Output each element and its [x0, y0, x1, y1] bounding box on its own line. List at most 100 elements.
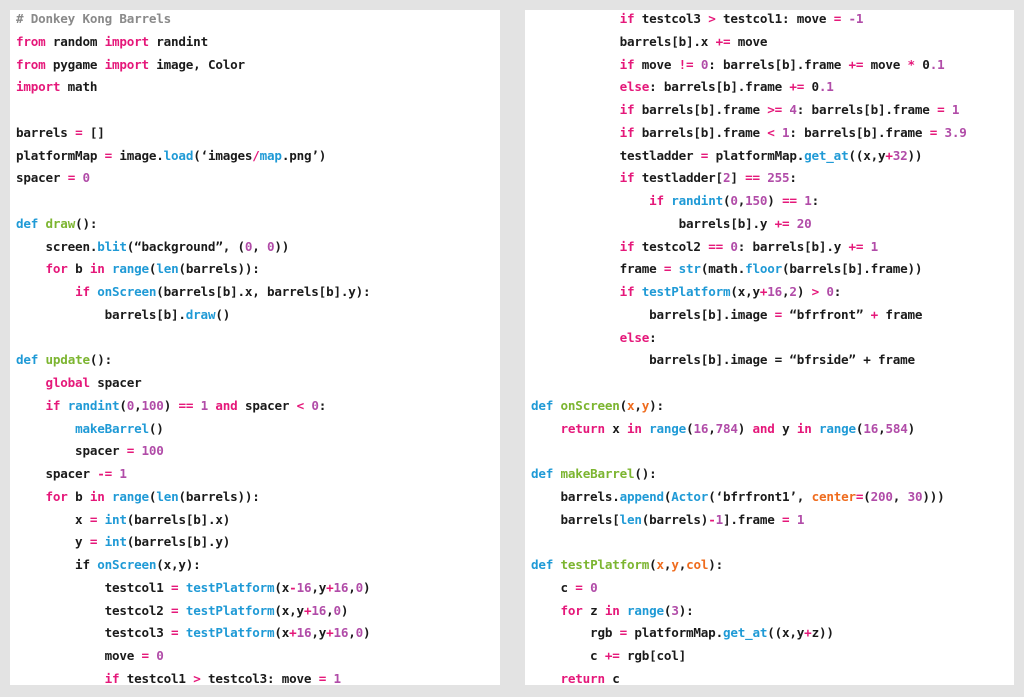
code-token-txt: testcol1 [16, 579, 172, 595]
code-token-par: x [656, 557, 665, 572]
code-token-num: -1 [848, 11, 864, 26]
code-line: ​ [531, 440, 1014, 463]
code-token-kw: in [626, 420, 642, 436]
code-token-num: 16 [863, 420, 879, 436]
code-token-txt: , [663, 557, 672, 572]
code-token-fn: testPlatform [185, 602, 275, 618]
code-token-name: makeBarrel [560, 466, 635, 481]
code-token-txt: : [833, 284, 842, 299]
code-line: barrels.append(Actor(‘bfrfront1’, center… [531, 486, 1014, 509]
code-token-txt [553, 466, 560, 481]
code-token-op: + [804, 625, 812, 641]
code-token-txt: barrels[b].x [531, 33, 716, 49]
code-token-fn: randint [67, 397, 120, 413]
code-token-num: 0 [267, 238, 275, 254]
code-line: barrels[b].image = “bfrfront” + frame [531, 304, 1014, 327]
code-token-txt [531, 284, 620, 299]
code-token-op: += [604, 648, 620, 663]
code-token-txt: barrels[b].frame [634, 102, 768, 117]
code-token-txt: z [582, 602, 605, 618]
code-token-def: def [531, 557, 554, 572]
code-token-txt: testcol1: move [715, 11, 834, 26]
code-panel-right: if testcol3 > testcol1: move = -1 barrel… [525, 10, 1014, 685]
code-token-txt: ( [663, 488, 672, 504]
code-token-txt: ] [730, 170, 746, 186]
code-token-txt [693, 57, 700, 72]
code-token-txt: ( [686, 420, 694, 436]
code-token-txt: frame [531, 261, 664, 277]
code-token-txt: ( [619, 397, 628, 413]
code-line: frame = str(math.floor(barrels[b].frame)… [531, 258, 1014, 281]
code-token-txt: image. [111, 147, 164, 163]
code-token-num: 100 [141, 443, 164, 459]
code-token-kw: if [619, 11, 635, 26]
code-token-op: = [663, 261, 672, 277]
code-token-op: == [782, 193, 797, 208]
code-token-fn: draw [185, 306, 216, 322]
code-token-txt: (barrels)): [178, 488, 260, 504]
code-token-txt: move [863, 56, 908, 72]
code-token-op: = [141, 648, 150, 663]
code-token-num: 0 [355, 625, 364, 641]
code-token-com: # Donkey Kong Barrels [16, 11, 172, 26]
code-token-op: + [289, 625, 297, 641]
code-token-num: 16 [311, 602, 327, 618]
code-token-fn: range [112, 488, 149, 504]
code-line: else: [531, 327, 1014, 350]
code-token-txt [531, 330, 620, 345]
code-token-op: != [678, 56, 694, 72]
code-token-txt: testcol3 [634, 11, 709, 26]
code-token-txt: )) [907, 147, 923, 163]
code-token-op: = [619, 625, 628, 641]
code-token-kw: for [45, 261, 68, 277]
code-token-fn: int [104, 534, 127, 550]
code-token-op: - [289, 579, 297, 595]
code-token-num: 1 [782, 124, 790, 140]
code-token-num: 0 [126, 397, 135, 413]
code-token-txt: barrels[b]. [16, 306, 186, 322]
code-token-kw: return [560, 420, 605, 436]
code-token-kw: and [752, 420, 775, 436]
code-line: x = int(barrels[b].x) [16, 509, 500, 532]
code-token-num: 1 [870, 238, 879, 254]
code-token-txt [812, 421, 819, 436]
code-token-txt: , [252, 238, 268, 254]
code-token-txt: ) [340, 602, 349, 618]
code-line: barrels[b].x += move [531, 31, 1014, 54]
code-token-kw: import [104, 56, 149, 72]
code-line: makeBarrel() [16, 418, 500, 441]
code-token-fn: range [627, 602, 664, 618]
code-line: barrels[b].y += 20 [531, 213, 1014, 236]
code-token-txt [531, 170, 620, 185]
code-token-txt: (‘bfrfront1’, [708, 488, 812, 504]
code-token-num: 1 [715, 511, 724, 527]
code-token-txt: () [148, 420, 164, 436]
code-token-txt [105, 261, 112, 276]
code-line: return x in range(16,784) and y in range… [531, 418, 1014, 441]
code-token-fn: testPlatform [641, 284, 731, 299]
code-token-txt [531, 11, 620, 26]
code-token-txt: platformMap. [626, 625, 723, 641]
code-token-txt: , [878, 420, 886, 436]
code-token-txt [105, 489, 112, 504]
code-token-op: = [833, 11, 842, 26]
code-token-fn: get_at [722, 625, 768, 641]
code-token-num: 1 [333, 670, 341, 685]
code-token-num: 0 [355, 579, 364, 595]
code-token-num: 1 [119, 466, 127, 481]
code-token-txt: .png’) [281, 147, 327, 163]
code-token-kw: if [619, 170, 635, 186]
code-token-txt [944, 102, 951, 117]
code-token-txt: ) [363, 579, 371, 595]
code-token-txt: : barrels[b].frame [796, 102, 938, 117]
code-token-txt: math [60, 79, 98, 95]
code-token-txt: ): [649, 397, 664, 413]
code-token-txt: (math. [700, 261, 746, 277]
code-line: def update(): [16, 349, 500, 372]
code-token-txt: ) [796, 284, 812, 299]
code-token-op: == [708, 238, 723, 254]
code-token-par: y [671, 557, 679, 572]
code-token-txt [16, 671, 105, 685]
code-token-num: 1 [804, 193, 812, 208]
code-token-txt: barrels. [531, 488, 620, 504]
